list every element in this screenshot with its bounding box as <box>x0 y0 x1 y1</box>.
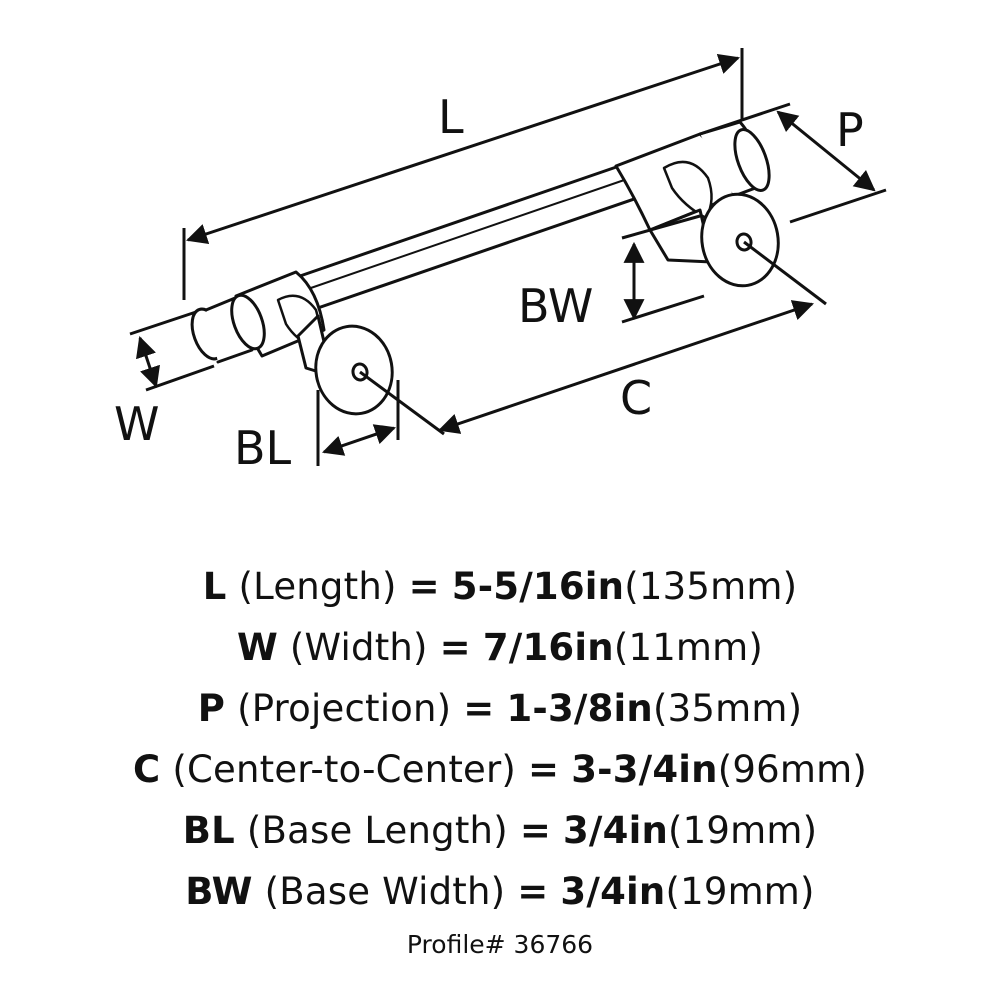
label-w: W <box>114 397 159 451</box>
p-ext-bottom <box>789 188 887 224</box>
p-ext-top <box>699 102 791 136</box>
profile-number: Profile# 36766 <box>406 930 594 959</box>
handle-dimension-diagram: L P BW C W BL <box>114 48 887 475</box>
spec-desc: (Base Width) <box>264 870 506 913</box>
spec-desc: (Projection) <box>237 687 452 730</box>
spec-desc: (Base Length) <box>246 809 508 852</box>
w-ext-top <box>129 310 197 336</box>
label-c: C <box>620 371 652 425</box>
c-ext-left <box>359 370 445 436</box>
spec-value: 3/4in <box>560 870 666 913</box>
bw-ext-top <box>621 214 701 240</box>
spec-key: P <box>197 687 226 730</box>
spec-eq: = <box>408 565 440 608</box>
spec-value: 1-3/8in <box>506 687 653 730</box>
spec-metric: (19mm) <box>665 870 815 913</box>
spec-base-length: BL (Base Length) = 3/4in(19mm) <box>0 800 1000 861</box>
spec-desc: (Length) <box>238 565 397 608</box>
spec-value: 5-5/16in <box>451 565 625 608</box>
spec-length: L (Length) = 5-5/16in(135mm) <box>0 556 1000 617</box>
spec-metric: (11mm) <box>613 626 764 669</box>
spec-eq: = <box>517 870 549 913</box>
label-bw: BW <box>518 279 593 333</box>
spec-value: 7/16in <box>482 626 614 669</box>
spec-metric: (35mm) <box>652 687 803 730</box>
left-base <box>296 314 394 416</box>
spec-value: 3-3/4in <box>571 748 718 791</box>
left-end-cap <box>190 270 326 364</box>
spec-key: BW <box>185 870 253 913</box>
spec-eq: = <box>519 809 552 852</box>
spec-eq: = <box>528 748 560 791</box>
w-dimension-line <box>136 336 160 388</box>
w-ext-bottom <box>145 364 215 392</box>
spec-width: W (Width) = 7/16in(11mm) <box>0 617 1000 678</box>
spec-base-width: BW (Base Width) = 3/4in(19mm) <box>0 861 1000 922</box>
cabinet-pull-drawing <box>190 120 780 416</box>
label-p: P <box>836 103 864 157</box>
spec-key: W <box>236 626 278 669</box>
l-dimension-line <box>186 53 740 245</box>
c-ext-right <box>743 240 827 306</box>
spec-desc: (Center-to-Center) <box>172 748 517 791</box>
spec-desc: (Width) <box>289 626 428 669</box>
spec-key: BL <box>182 809 235 852</box>
specifications-list: L (Length) = 5-5/16in(135mm) W (Width) =… <box>0 556 1000 922</box>
spec-center-to-center: C (Center-to-Center) = 3-3/4in(96mm) <box>0 739 1000 800</box>
dimension-lines <box>129 48 887 466</box>
label-l: L <box>438 90 464 144</box>
spec-projection: P (Projection) = 1-3/8in(35mm) <box>0 678 1000 739</box>
spec-eq: = <box>463 687 495 730</box>
spec-metric: (96mm) <box>717 748 867 791</box>
spec-metric: (135mm) <box>624 565 798 608</box>
spec-metric: (19mm) <box>668 809 818 852</box>
spec-key: L <box>202 565 227 608</box>
c-dimension-line <box>438 300 814 434</box>
spec-eq: = <box>439 626 471 669</box>
bl-dimension-line <box>322 424 396 456</box>
spec-value: 3/4in <box>562 809 669 852</box>
label-bl: BL <box>234 421 292 475</box>
p-dimension-line <box>776 110 876 192</box>
spec-key: C <box>133 748 161 791</box>
